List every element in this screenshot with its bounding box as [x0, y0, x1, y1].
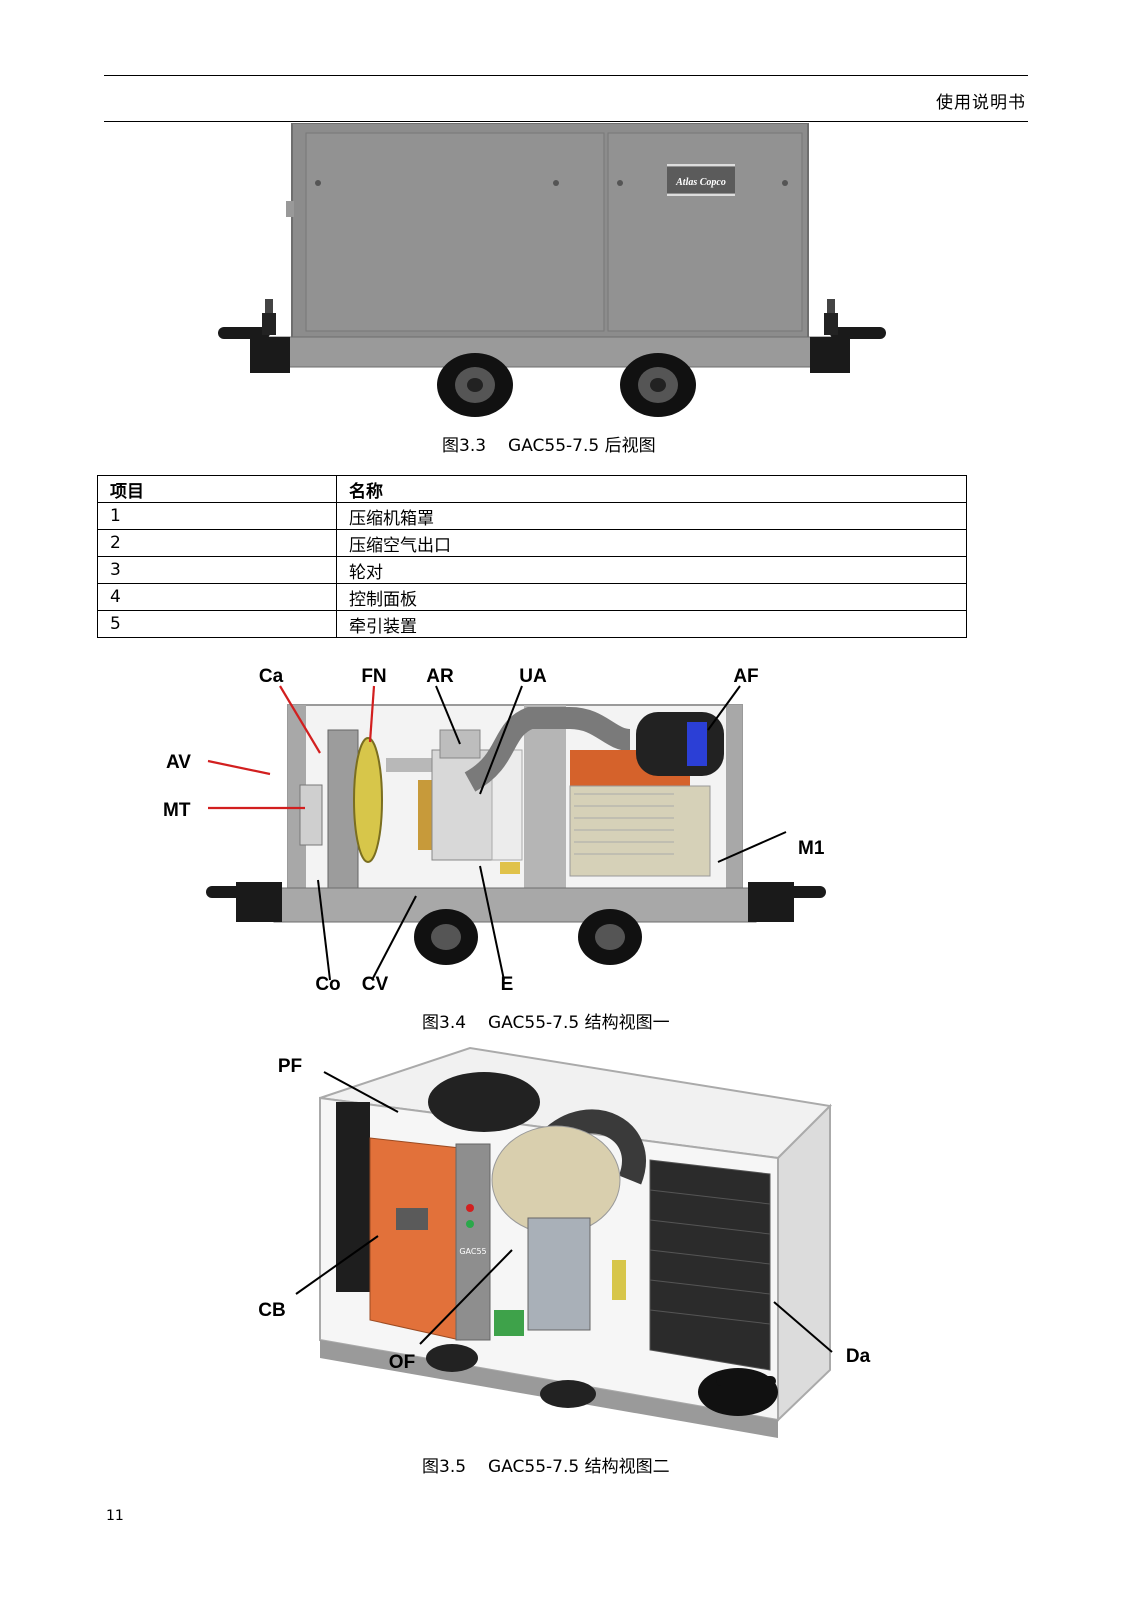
control-panel	[455, 1143, 491, 1341]
chassis-frame	[259, 336, 841, 368]
label-pf: PF	[278, 1056, 302, 1077]
cell-name: 压缩机箱罩	[336, 502, 967, 530]
label-af: AF	[733, 666, 758, 687]
leader-lines	[295, 1071, 833, 1353]
caption-name: GAC55-7.5 结构视图一	[488, 1013, 670, 1033]
figure-structure-view-2: GAC55 PF CB OF Da	[258, 1046, 871, 1438]
label-da: Da	[846, 1346, 871, 1367]
column-header-name: 名称	[336, 475, 967, 503]
label-cb: CB	[258, 1300, 285, 1321]
table-header-row: 项目 名称	[97, 475, 967, 503]
chassis-frame	[273, 887, 757, 923]
radiator	[649, 1159, 771, 1371]
header-rule-top	[104, 75, 1028, 76]
label-ar: AR	[426, 666, 454, 687]
cell-item: 3	[97, 556, 337, 584]
page-number: 11	[106, 1508, 124, 1524]
cell-item: 2	[97, 529, 337, 557]
panel-text: GAC55	[459, 1247, 486, 1256]
caption-number: 图3.3	[442, 436, 487, 456]
filter-drum	[428, 1072, 540, 1132]
column-header-item: 项目	[97, 475, 337, 503]
page-header-title: 使用说明书	[936, 93, 1026, 113]
label-co: Co	[315, 974, 340, 995]
figure-structure-view-1: Ca FN AR UA AF AV MT M1 Co CV E	[163, 666, 826, 995]
wheel-left	[414, 909, 478, 965]
figure-caption-structure-view-1: 图3.4 GAC55-7.5 结构视图一	[422, 1008, 670, 1033]
cell-item: 4	[97, 583, 337, 611]
cell-item: 1	[97, 502, 337, 530]
label-ua: UA	[519, 666, 547, 687]
label-of: OF	[389, 1352, 415, 1373]
cell-name: 压缩空气出口	[336, 529, 967, 557]
wheel-right	[578, 909, 642, 965]
air-filter	[636, 712, 724, 776]
label-ca: Ca	[259, 666, 284, 687]
control-box	[369, 1137, 461, 1341]
leader-lines-black	[317, 685, 787, 981]
motor-m1	[569, 785, 711, 877]
logo-text: Atlas Copco	[675, 177, 726, 188]
atlas-copco-logo	[667, 167, 735, 193]
label-cv: CV	[362, 974, 389, 995]
figure-rear-view: Atlas Copco	[218, 123, 886, 417]
caption-number: 图3.5	[422, 1457, 467, 1477]
tow-bracket-right	[810, 337, 850, 373]
oil-filter	[527, 1217, 591, 1331]
tow-bracket-left	[250, 337, 290, 373]
leader-lines-red	[207, 685, 376, 810]
label-av: AV	[166, 752, 191, 773]
figure-caption-structure-view-2: 图3.5 GAC55-7.5 结构视图二	[422, 1452, 670, 1477]
caption-name: GAC55-7.5 结构视图二	[488, 1457, 670, 1477]
figure-caption-rear-view: 图3.3 GAC55-7.5 后视图	[442, 431, 656, 456]
cell-name: 牵引装置	[336, 610, 967, 638]
caption-name: GAC55-7.5 后视图	[508, 436, 656, 456]
label-e: E	[501, 974, 514, 995]
wheel-right	[620, 353, 696, 417]
cell-name: 控制面板	[336, 583, 967, 611]
wheel-left	[437, 353, 513, 417]
header-rule-bottom	[104, 121, 1028, 122]
label-mt: MT	[163, 800, 191, 821]
label-m1: M1	[798, 838, 825, 859]
tow-coupling	[698, 1368, 778, 1416]
caption-number: 图3.4	[422, 1013, 467, 1033]
enclosure-panel-right	[607, 132, 803, 332]
cell-name: 轮对	[336, 556, 967, 584]
label-fn: FN	[361, 666, 386, 687]
cell-item: 5	[97, 610, 337, 638]
fan-wheel	[353, 737, 383, 863]
enclosure-panel-left	[305, 132, 605, 332]
